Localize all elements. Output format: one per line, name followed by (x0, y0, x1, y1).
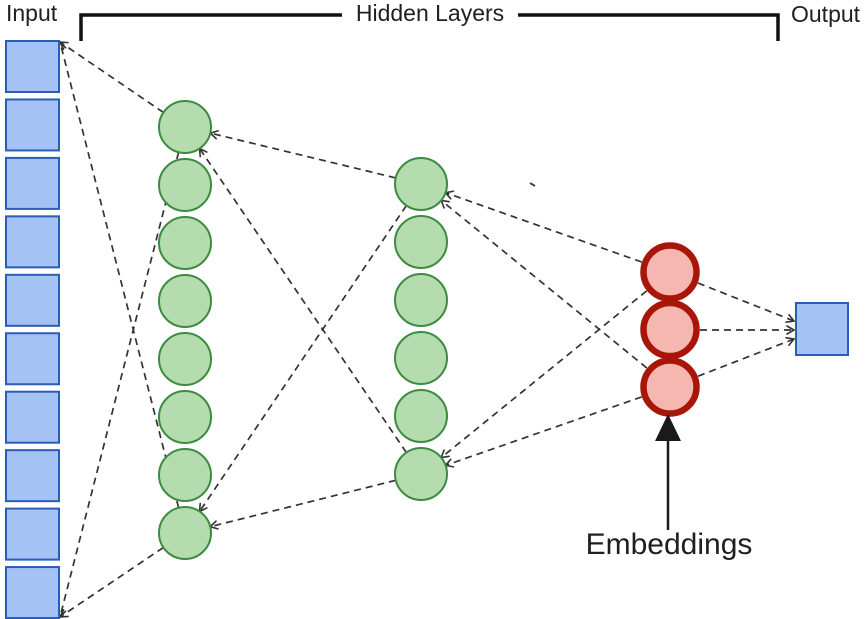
embedding-node-2 (640, 357, 700, 417)
hidden1-node-6 (158, 448, 212, 502)
connection-hidden2-0--hidden1-7 (198, 205, 408, 513)
input-node-3 (5, 215, 60, 269)
connection-hidden1-7--input-corner-bottom (58, 546, 164, 618)
embedding-node-1 (640, 299, 700, 360)
connection-embedding-2--output-node (697, 336, 796, 377)
embedding-node-0 (640, 242, 700, 302)
hidden1-node-1 (158, 158, 212, 212)
connection-hidden2-0--hidden1-0 (208, 130, 396, 179)
connection-embedding-2--hidden2-0 (439, 199, 648, 369)
connection-embedding-0--output-node (697, 282, 796, 323)
input-node-8 (5, 507, 60, 561)
input-node-6 (5, 390, 60, 444)
hidden1-node-2 (158, 216, 212, 270)
stray-mark (529, 182, 536, 187)
output-layer-label: Output (791, 1, 861, 27)
hidden2-node-2 (394, 273, 448, 327)
hidden2-node-3 (394, 331, 448, 385)
connection-embedding-2--hidden2-5 (443, 396, 642, 468)
input-node-2 (5, 156, 60, 210)
connection-embedding-0--hidden2-5 (439, 290, 648, 459)
output-layer (795, 302, 849, 356)
hidden1-node-3 (158, 274, 212, 328)
input-node-7 (5, 449, 60, 503)
hidden-layers-bracket (79, 13, 780, 41)
embeddings-label: Embeddings (585, 528, 753, 561)
connection-embedding-0--hidden2-0 (443, 190, 642, 263)
connection-hidden2-5--hidden1-0 (198, 147, 408, 453)
hidden1-node-0 (158, 100, 212, 154)
hidden-layers-label: Hidden Layers (355, 0, 505, 26)
input-node-4 (5, 273, 60, 327)
connection-hidden1-0--input-corner-top (58, 41, 164, 114)
hidden-layer-2 (394, 157, 448, 501)
hidden1-node-5 (158, 390, 212, 444)
hidden2-node-1 (394, 215, 448, 269)
hidden2-node-0 (394, 157, 448, 211)
input-node-9 (5, 566, 60, 619)
input-node-5 (5, 332, 60, 386)
input-layer (5, 40, 60, 619)
input-node-1 (5, 98, 60, 152)
hidden1-node-7 (158, 506, 212, 560)
embedding-layer (640, 242, 700, 417)
output-node-0 (795, 302, 849, 356)
connection-hidden1-7--input-corner-top (57, 40, 180, 509)
connection-hidden1-0--input-corner-bottom (57, 151, 180, 619)
hidden2-node-4 (394, 389, 448, 443)
hidden1-node-4 (158, 332, 212, 386)
connection-hidden2-5--hidden1-7 (208, 479, 397, 530)
input-layer-label: Input (6, 0, 58, 26)
input-node-0 (5, 40, 60, 93)
hidden-layer-1 (158, 100, 212, 560)
embeddings-arrow (655, 414, 681, 530)
hidden2-node-5 (394, 447, 448, 501)
